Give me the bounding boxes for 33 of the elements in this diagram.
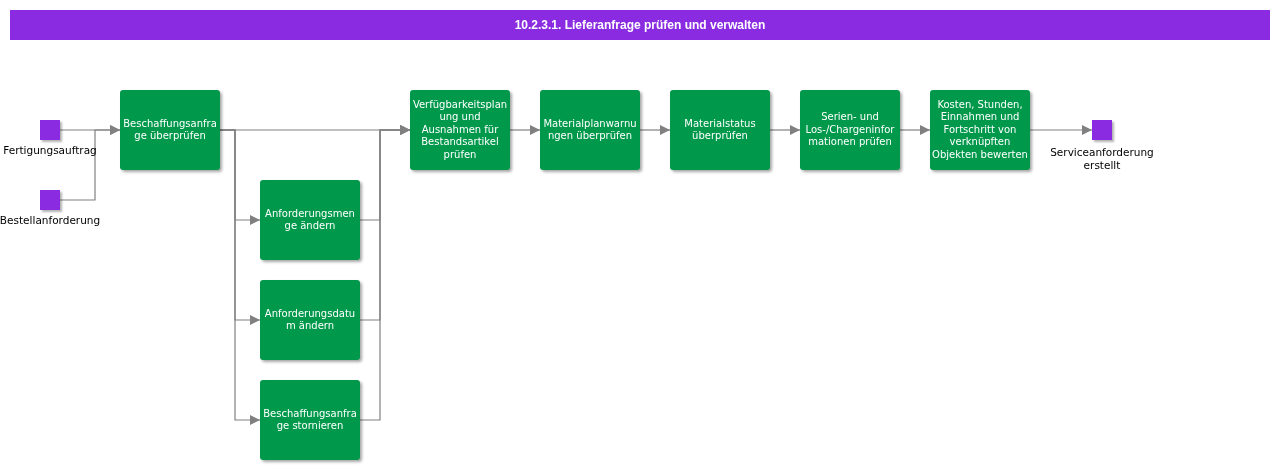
process-label: Serien- und Los-/Chargeninformationen prüfen (804, 111, 896, 149)
arrow (219, 129, 261, 425)
arrow (59, 125, 121, 201)
arrow (509, 125, 541, 135)
event-square (1092, 120, 1112, 140)
process-box (540, 90, 640, 170)
process-box (260, 180, 360, 260)
process-label: Anforderungsmenge ändern (264, 207, 356, 233)
process-box (670, 90, 770, 170)
arrow (639, 125, 671, 135)
process-label: Kosten, Stunden, Einnahmen und Fortschritt von verknüpften Objekten bewerten (932, 98, 1028, 162)
arrow (1029, 125, 1093, 135)
process-label: Materialstatus überprüfen (683, 117, 757, 143)
process-box (800, 90, 900, 170)
arrow (359, 125, 411, 421)
process-label: Beschaffungsanfrage überprüfen (122, 117, 218, 143)
arrow (899, 125, 931, 135)
event-label: Serviceanforderung erstellt (1049, 146, 1155, 172)
arrow (769, 125, 801, 135)
process-label: Beschaffungsanfrage stornieren (262, 407, 358, 433)
event-square (40, 190, 60, 210)
process-label: Anforderungsdatum ändern (263, 307, 357, 333)
process-box (260, 380, 360, 460)
title-bar: 10.2.3.1. Lieferanfrage prüfen und verwalten (10, 10, 1270, 40)
process-box (930, 90, 1030, 170)
process-box (410, 90, 510, 170)
process-label: Materialplanwarnungen überprüfen (542, 117, 638, 143)
event-label: Fertigungsauftrag (2, 144, 98, 157)
event-square (40, 120, 60, 140)
event-label: Bestellanforderung (0, 214, 102, 227)
process-label: Verfügbarkeitsplanung und Ausnahmen für Bestandsartikel prüfen (412, 98, 508, 162)
process-box (120, 90, 220, 170)
process-box (260, 280, 360, 360)
